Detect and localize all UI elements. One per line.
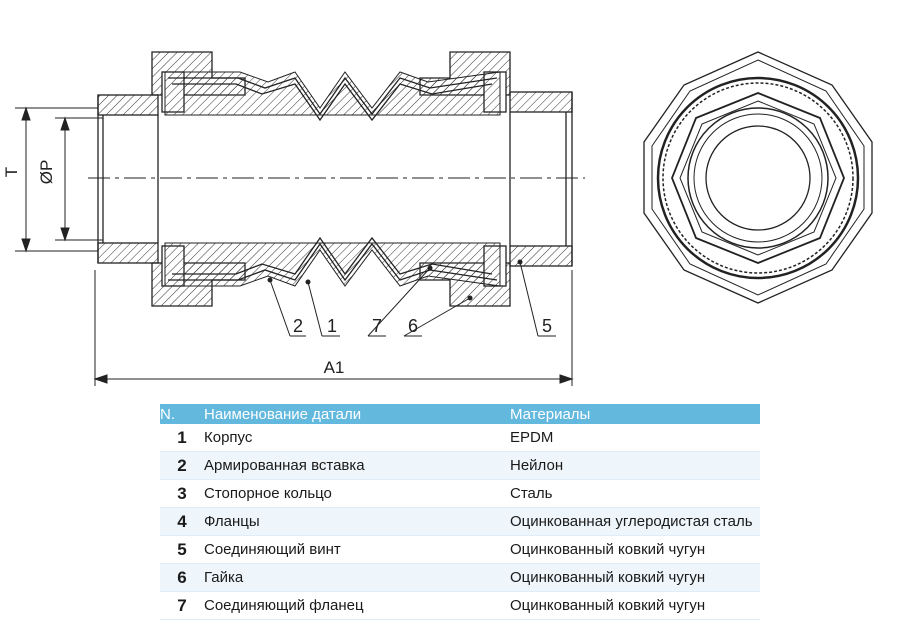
bellows-bottom — [164, 236, 501, 287]
row-material: Оцинкованная углеродистая сталь — [510, 507, 760, 536]
row-num: 3 — [160, 479, 204, 508]
table-header: N. Наименование датали Материалы — [160, 404, 760, 424]
row-name: Соединяющий винт — [204, 535, 510, 564]
row-material: Сталь — [510, 479, 760, 508]
row-num: 1 — [160, 424, 204, 452]
callout-5: 5 — [542, 316, 552, 336]
side-section-view — [88, 51, 585, 307]
row-name: Корпус — [204, 424, 510, 452]
row-num: 2 — [160, 451, 204, 480]
end-view — [643, 51, 873, 304]
dimension-t — [15, 106, 98, 253]
callout-7: 7 — [372, 316, 382, 336]
right-threaded-end — [509, 91, 573, 267]
row-material: Оцинкованный ковкий чугун — [510, 591, 760, 620]
callout-leaders — [267, 259, 556, 337]
row-num: 5 — [160, 535, 204, 564]
header-num: N. — [160, 404, 204, 424]
row-num: 4 — [160, 507, 204, 536]
row-name: Стопорное кольцо — [204, 479, 510, 508]
technical-drawing: T ØP A1 2 1 7 6 5 — [2, 51, 873, 386]
bellows-top — [164, 71, 501, 122]
row-material: Оцинкованный ковкий чугун — [510, 563, 760, 592]
dimension-diameter — [55, 116, 103, 242]
row-num: 6 — [160, 563, 204, 592]
row-name: Фланцы — [204, 507, 510, 536]
header-material: Материалы — [510, 404, 760, 424]
dimension-diameter-label: ØP — [37, 160, 56, 185]
row-name: Армированная вставка — [204, 451, 510, 480]
table-row: 5 Соединяющий винт Оцинкованный ковкий ч… — [160, 535, 760, 564]
row-name: Соединяющий фланец — [204, 591, 510, 620]
dimension-t-label: T — [2, 167, 21, 177]
table-row: 6 Гайка Оцинкованный ковкий чугун — [160, 563, 760, 592]
row-material: Нейлон — [510, 451, 760, 480]
table-row: 2 Армированная вставка Нейлон — [160, 451, 760, 480]
table-row: 7 Соединяющий фланец Оцинкованный ковкий… — [160, 591, 760, 620]
row-name: Гайка — [204, 563, 510, 592]
callout-2: 2 — [293, 316, 303, 336]
left-threaded-end — [97, 94, 159, 264]
table-row: 4 Фланцы Оцинкованная углеродистая сталь — [160, 507, 760, 536]
table-row: 1 Корпус EPDM — [160, 424, 760, 452]
callout-6: 6 — [408, 316, 418, 336]
callout-1: 1 — [327, 316, 337, 336]
dimension-a1 — [93, 270, 574, 386]
parts-table: N. Наименование датали Материалы 1 Корпу… — [160, 404, 760, 620]
row-material: EPDM — [510, 424, 760, 452]
row-material: Оцинкованный ковкий чугун — [510, 535, 760, 564]
header-name: Наименование датали — [204, 404, 510, 424]
row-num: 7 — [160, 591, 204, 620]
dimension-a1-label: A1 — [324, 358, 345, 377]
table-row: 3 Стопорное кольцо Сталь — [160, 479, 760, 508]
